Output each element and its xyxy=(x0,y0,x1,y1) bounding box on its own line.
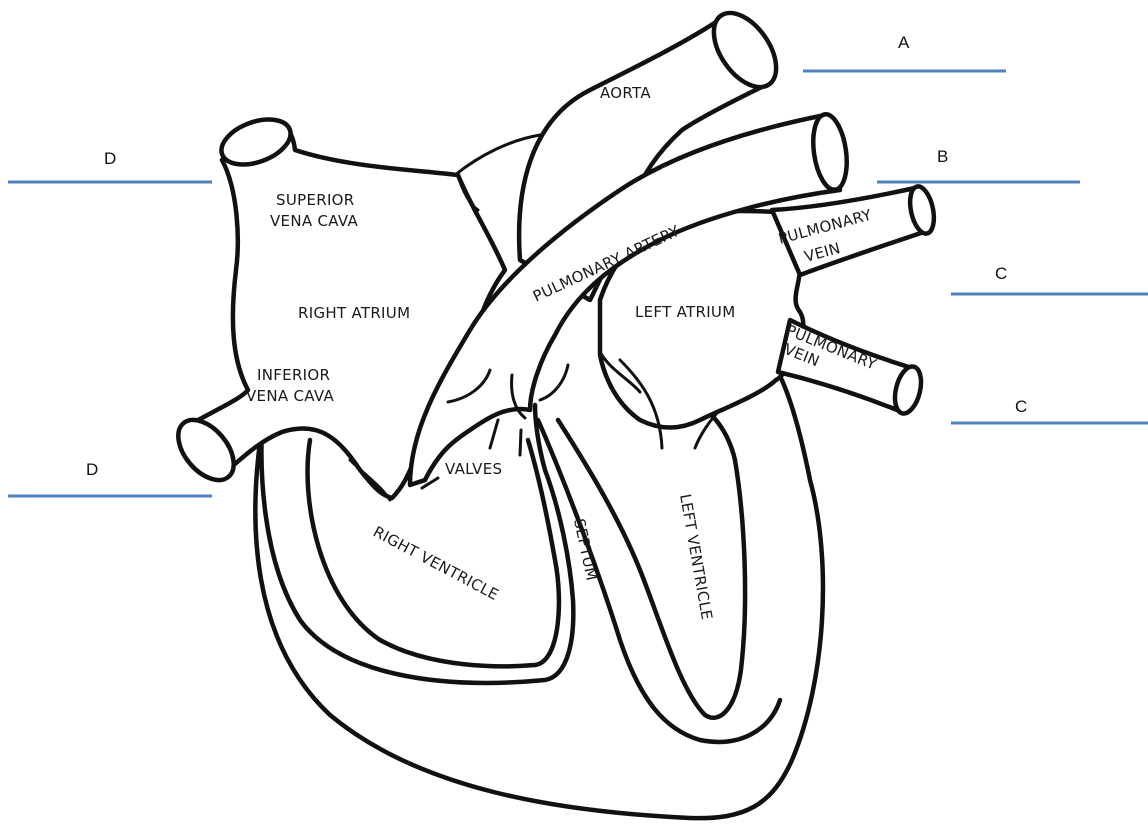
label-right-ventricle: RIGHT VENTRICLE xyxy=(370,523,502,604)
answer-letter-a: A xyxy=(898,33,910,52)
label-valves: VALVES xyxy=(445,460,502,478)
label-right-atrium: RIGHT ATRIUM xyxy=(298,304,410,322)
label-left-ventricle: LEFT VENTRICLE xyxy=(676,493,716,622)
answer-letter-c-lower: C xyxy=(1015,397,1027,416)
answer-letter-b: B xyxy=(937,147,948,166)
label-aorta: AORTA xyxy=(600,84,651,102)
answer-letter-d-upper: D xyxy=(104,149,116,168)
label-left-atrium: LEFT ATRIUM xyxy=(635,303,735,321)
answer-letter-d-lower: D xyxy=(86,460,98,479)
label-inferior-vena-cava-line1: INFERIOR xyxy=(257,366,330,384)
label-superior-vena-cava-line2: VENA CAVA xyxy=(270,212,358,230)
label-inferior-vena-cava-line2: VENA CAVA xyxy=(246,387,334,405)
answer-letter-c-upper: C xyxy=(995,264,1007,283)
label-superior-vena-cava-line1: SUPERIOR xyxy=(276,191,355,209)
label-septum: SEPTUM xyxy=(570,517,601,582)
